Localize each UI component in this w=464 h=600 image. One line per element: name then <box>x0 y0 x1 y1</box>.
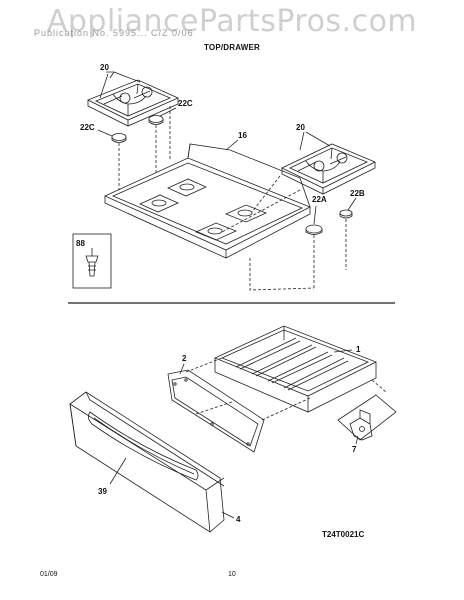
callout-drawer-body: 1 <box>356 345 361 354</box>
drawer-gasket-frame[interactable] <box>167 369 265 453</box>
callout-right-grate: 20 <box>296 123 305 132</box>
drawer-front-panel[interactable] <box>69 391 225 533</box>
header-model-text: Publication No. 5995... C/Z 0/06 <box>34 28 194 38</box>
left-burner-grate[interactable] <box>87 79 179 127</box>
left-front-burner-cap[interactable] <box>111 133 127 143</box>
callout-drawer-clip: 7 <box>352 445 357 454</box>
callout-drawer-gasket: 2 <box>182 354 187 363</box>
right-rear-burner-cap[interactable] <box>339 209 353 219</box>
callout-screw-box: 88 <box>76 239 85 248</box>
footer-date: 01/09 <box>40 571 58 578</box>
screw-part-box[interactable] <box>72 233 112 289</box>
callout-drawer-panel: 4 <box>236 515 241 524</box>
cooktop-panel[interactable] <box>104 143 311 259</box>
callout-cooktop: 16 <box>238 131 247 140</box>
right-burner-grate[interactable] <box>281 143 376 195</box>
left-rear-burner-cap[interactable] <box>148 115 164 125</box>
watermark-text: AppliancePartsPros.com <box>46 4 418 39</box>
right-front-burner-cap[interactable] <box>305 224 323 235</box>
footer-page-number: 10 <box>228 571 236 578</box>
callout-left-grate: 20 <box>100 63 109 72</box>
callout-drawer-front: 39 <box>98 487 107 496</box>
drawer-clip-detail[interactable] <box>337 394 397 441</box>
drawer-body[interactable] <box>213 325 377 413</box>
diagram-code: T24T0021C <box>322 530 365 539</box>
callout-right-rear-cap: 22B <box>350 189 365 198</box>
callout-left-front-cap: 22C <box>80 123 95 132</box>
section-title: TOP/DRAWER <box>203 43 261 52</box>
callout-left-rear-cap: 22C <box>178 99 193 108</box>
callout-right-front-cap: 22A <box>312 195 327 204</box>
